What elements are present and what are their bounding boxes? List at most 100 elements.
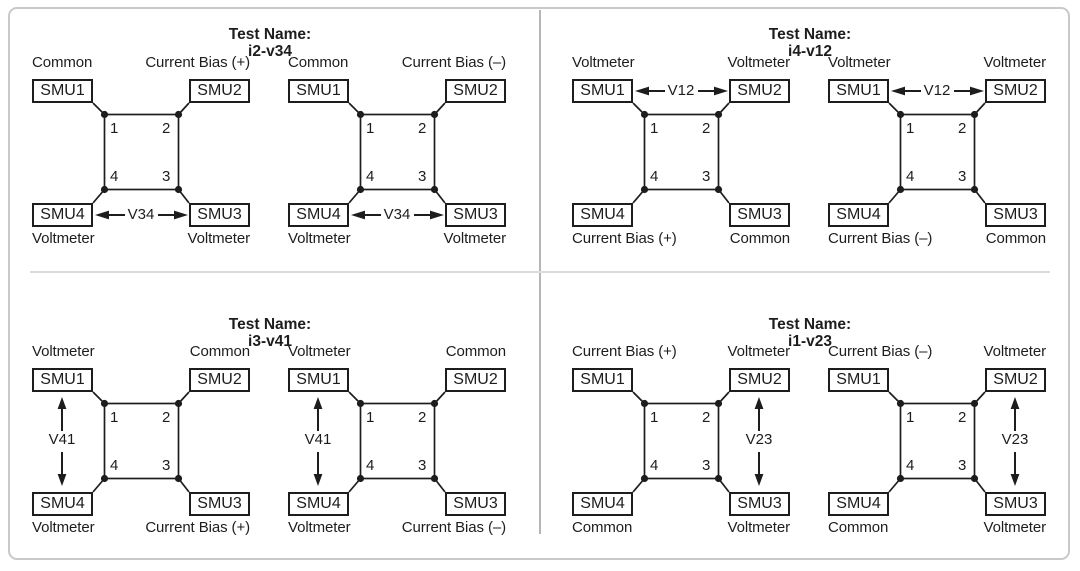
pad-number-2: 2	[418, 120, 427, 137]
pad-number-2: 2	[418, 409, 427, 426]
smu3-box: SMU3	[189, 492, 250, 516]
terminal-label-top-left: Voltmeter	[32, 343, 95, 360]
quadrant-title: Test Name: i2-v34	[0, 26, 540, 60]
pad-number-3: 3	[418, 168, 427, 185]
smu4-box: SMU4	[288, 492, 349, 516]
config-diagram-negative: Common Current Bias (–) SMU1 SMU2 SMU4 S…	[288, 55, 506, 247]
pad-number-4: 4	[110, 168, 119, 185]
test-name-value: i2-v34	[248, 42, 292, 60]
terminal-label-bottom-left: Voltmeter	[32, 519, 95, 536]
smu3-box: SMU3	[985, 492, 1046, 516]
terminal-label-bottom-right: Common	[985, 230, 1046, 247]
terminal-label-bottom-right: Voltmeter	[727, 519, 791, 536]
config-diagram-positive: Voltmeter Voltmeter SMU1 SMU2 SMU4 SMU3 …	[572, 55, 790, 247]
smu4-box: SMU4	[32, 492, 93, 516]
voltage-arrow-label: V34	[127, 206, 155, 223]
pad-number-4: 4	[650, 457, 659, 474]
pad-number-4: 4	[906, 168, 915, 185]
quadrant-i2-v34: Test Name: i2-v34 Common Current Bias (+…	[0, 0, 540, 272]
smu3-box: SMU3	[189, 203, 250, 227]
smu1-box: SMU1	[288, 368, 349, 392]
smu2-box: SMU2	[985, 79, 1046, 103]
smu2-box: SMU2	[189, 79, 250, 103]
wiring-graphic	[888, 391, 1020, 493]
quadrant-title: Test Name: i1-v23	[540, 316, 1080, 350]
smu2-box: SMU2	[445, 368, 506, 392]
wiring-graphic	[632, 391, 764, 493]
voltage-arrow-label: V41	[304, 431, 332, 448]
pad-number-1: 1	[906, 120, 915, 137]
terminal-label-top-right: Voltmeter	[983, 343, 1047, 360]
terminal-label-top-left: Voltmeter	[288, 343, 351, 360]
pad-number-4: 4	[650, 168, 659, 185]
pad-number-2: 2	[958, 409, 967, 426]
pad-number-1: 1	[650, 120, 659, 137]
terminal-label-bottom-right: Voltmeter	[443, 230, 507, 247]
wiring-graphic	[57, 391, 190, 493]
terminal-label-bottom-left: Common	[572, 519, 633, 536]
test-name-value: i3-v41	[248, 332, 292, 350]
terminal-label-bottom-left: Voltmeter	[32, 230, 95, 247]
smu4-box: SMU4	[828, 203, 889, 227]
pad-number-2: 2	[162, 120, 171, 137]
pad-number-3: 3	[162, 457, 171, 474]
quadrant-i4-v12: Test Name: i4-v12 Voltmeter Voltmeter SM…	[540, 0, 1080, 272]
voltage-arrow-label: V23	[1001, 431, 1029, 448]
pad-number-1: 1	[110, 120, 119, 137]
terminal-label-bottom-right: Current Bias (–)	[401, 519, 506, 536]
terminal-label-bottom-left: Voltmeter	[288, 230, 351, 247]
smu2-box: SMU2	[729, 79, 790, 103]
smu1-box: SMU1	[32, 79, 93, 103]
page-border	[8, 7, 1070, 560]
terminal-label-top-left: Current Bias (–)	[828, 343, 933, 360]
config-diagram-negative: Voltmeter Voltmeter SMU1 SMU2 SMU4 SMU3 …	[828, 55, 1046, 247]
voltage-arrow-label: V12	[667, 82, 695, 99]
smu4-box: SMU4	[572, 492, 633, 516]
terminal-label-bottom-right: Current Bias (+)	[145, 519, 250, 536]
terminal-label-top-right: Current Bias (–)	[401, 54, 506, 71]
terminal-label-top-left: Current Bias (+)	[572, 343, 677, 360]
terminal-label-top-right: Voltmeter	[727, 54, 791, 71]
pad-number-1: 1	[366, 409, 375, 426]
pad-number-4: 4	[366, 168, 375, 185]
terminal-label-bottom-left: Current Bias (+)	[572, 230, 677, 247]
wiring-graphic	[313, 391, 446, 493]
smu4-box: SMU4	[288, 203, 349, 227]
pad-number-3: 3	[702, 457, 711, 474]
quadrant-i3-v41: Test Name: i3-v41 Voltmeter Common SMU1	[0, 272, 540, 564]
smu3-box: SMU3	[985, 203, 1046, 227]
test-name-label: Test Name:	[228, 315, 312, 333]
smu1-box: SMU1	[828, 368, 889, 392]
quadrant-title: Test Name: i4-v12	[540, 26, 1080, 60]
smu2-box: SMU2	[985, 368, 1046, 392]
pad-number-2: 2	[958, 120, 967, 137]
terminal-label-top-right: Current Bias (+)	[145, 54, 250, 71]
horizontal-divider	[30, 271, 1050, 273]
terminal-label-bottom-right: Voltmeter	[187, 230, 251, 247]
pad-number-1: 1	[906, 409, 915, 426]
terminal-label-bottom-left: Current Bias (–)	[828, 230, 933, 247]
pad-number-3: 3	[702, 168, 711, 185]
terminal-label-bottom-left: Voltmeter	[288, 519, 351, 536]
pad-number-2: 2	[702, 120, 711, 137]
pad-number-1: 1	[110, 409, 119, 426]
quadrant-title: Test Name: i3-v41	[0, 316, 540, 350]
config-diagram-negative: Current Bias (–) Voltmeter SMU1 SMU2 SMU…	[828, 344, 1046, 536]
pad-number-4: 4	[906, 457, 915, 474]
terminal-label-top-left: Voltmeter	[828, 54, 891, 71]
pad-number-3: 3	[418, 457, 427, 474]
smu1-box: SMU1	[32, 368, 93, 392]
pad-number-2: 2	[702, 409, 711, 426]
smu2-box: SMU2	[189, 368, 250, 392]
smu3-box: SMU3	[729, 203, 790, 227]
wiring-graphic	[92, 102, 190, 220]
test-name-label: Test Name:	[768, 315, 852, 333]
smu4-box: SMU4	[828, 492, 889, 516]
terminal-label-top-left: Common	[288, 54, 349, 71]
terminal-label-bottom-left: Common	[828, 519, 889, 536]
pad-number-3: 3	[958, 168, 967, 185]
test-name-label: Test Name:	[228, 25, 312, 43]
pad-number-1: 1	[650, 409, 659, 426]
wiring-graphic	[632, 86, 730, 204]
